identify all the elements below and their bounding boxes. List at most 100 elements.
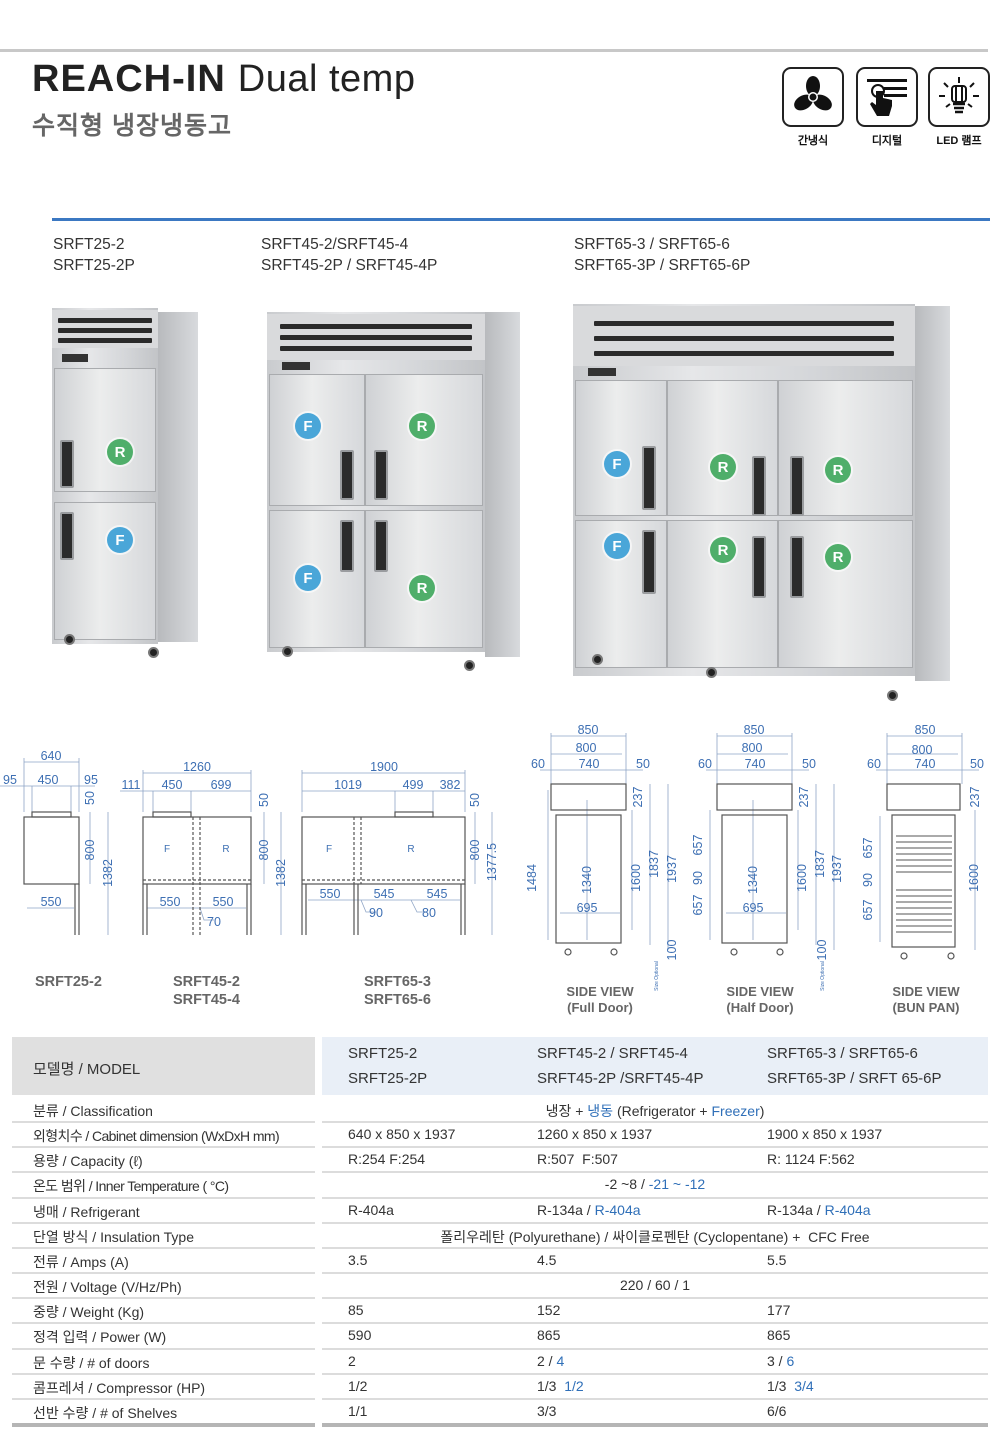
dim-height: 1340 xyxy=(580,866,594,894)
dim-upper-door: 657 xyxy=(691,835,705,856)
freezer-value: Freezer xyxy=(711,1103,760,1119)
value-text: (Refrigerator + xyxy=(613,1103,712,1119)
dim-a: 1019 xyxy=(334,778,362,792)
fridge-grille xyxy=(573,306,915,366)
dim-width: 1900 xyxy=(370,760,398,774)
value-text: 85 xyxy=(348,1302,364,1319)
caster xyxy=(706,667,717,678)
dim-caster: 100 xyxy=(815,940,829,961)
caster xyxy=(592,654,603,665)
dim-height: 1340 xyxy=(746,866,760,894)
row-label: 단열 방식 / Insulation Type xyxy=(33,1228,194,1245)
row-divider xyxy=(322,1196,988,1199)
dim-height: 1484 xyxy=(525,864,539,892)
row-label: 분류 / Classification xyxy=(33,1103,153,1119)
drawing-caption: (Half Door) xyxy=(726,1000,793,1015)
row-value: 220 / 60 / 1 xyxy=(620,1277,690,1293)
dim-leg: 550 xyxy=(41,895,62,909)
caster xyxy=(64,634,75,645)
led-lamp-icon xyxy=(928,67,990,127)
row-label: 전원 / Voltage (V/Hz/Ph) xyxy=(33,1279,182,1296)
drawing-caption: SRFT65-6 xyxy=(364,992,431,1008)
value-text: R-134a / xyxy=(767,1201,825,1218)
dim-depth: 800 xyxy=(742,741,763,755)
row-label: 콤프레셔 / Compressor (HP) xyxy=(33,1379,206,1396)
row-divider xyxy=(12,1171,315,1174)
dim-leg: 545 xyxy=(427,887,448,901)
door-handle xyxy=(642,446,656,510)
refrigerator-badge: R xyxy=(825,544,851,570)
model-name: SRFT25-2P xyxy=(348,1070,428,1087)
row-value: -2 ~8 / -21 ~ -12 xyxy=(605,1176,705,1192)
dim-gap: 70 xyxy=(207,915,221,929)
value-text: 냉장 + xyxy=(545,1103,588,1119)
dim-height: 1600 xyxy=(795,864,809,892)
row-divider xyxy=(322,1322,988,1325)
feature-digital: 디지털 xyxy=(856,67,918,148)
value-text: 1/3 xyxy=(537,1377,565,1394)
control-panel xyxy=(62,354,88,362)
value-text: 3/3 xyxy=(537,1402,557,1419)
dim-depth: 850 xyxy=(915,723,936,737)
dim-top: 50 xyxy=(257,793,271,807)
door-handle xyxy=(60,440,74,488)
dim-leg: 550 xyxy=(213,895,234,909)
value-text: R-134a / xyxy=(537,1201,595,1218)
row-label: 외형치수 / Cabinet dimension (WxDxH mm) xyxy=(33,1128,280,1145)
model-name: SRFT45-2P /SRFT45-4P xyxy=(537,1070,704,1087)
row-label: 중량 / Weight (Kg) xyxy=(33,1304,145,1321)
freezer-badge: F xyxy=(604,533,630,559)
row-divider xyxy=(322,1171,988,1174)
refrigerator-badge: R xyxy=(710,537,736,563)
row-value: 6/6 xyxy=(767,1403,786,1419)
drawing-caption: (BUN PAN) xyxy=(893,1000,960,1015)
row-value: 3 / 6 xyxy=(767,1353,794,1369)
cabinet-outlines xyxy=(23,783,961,960)
row-divider xyxy=(322,1397,988,1400)
dim-a: 111 xyxy=(121,778,140,792)
title-bold: REACH-IN xyxy=(32,58,226,100)
dim-depth: 800 xyxy=(912,743,933,757)
dim-lower-door: 657 xyxy=(691,895,705,916)
feature-label: LED 램프 xyxy=(936,135,982,147)
row-value: 냉장 + 냉동 (Refrigerator + Freezer) xyxy=(546,1101,765,1121)
dim-leg: 550 xyxy=(320,887,341,901)
row-label: 전류 / Amps (A) xyxy=(33,1253,129,1270)
model-name: SRFT65-3 / SRFT65-6 xyxy=(767,1045,918,1062)
dim-gap: 90 xyxy=(861,873,875,887)
row-value: 590 xyxy=(348,1327,371,1343)
value-text: 5.5 xyxy=(767,1251,787,1268)
value-text: 1/3 xyxy=(767,1377,795,1394)
value-text: 2 / xyxy=(537,1352,557,1369)
fridge-side xyxy=(915,306,950,681)
dim-depth: 740 xyxy=(579,757,600,771)
drawing-caption: SRFT45-2 xyxy=(173,974,240,990)
value-text: R: 1124 F:562 xyxy=(767,1151,855,1168)
product-model: SRFT45-2P / SRFT45-4P xyxy=(261,257,438,274)
freezer-value: -21 ~ -12 xyxy=(648,1176,706,1193)
dim-lower-door: 657 xyxy=(861,900,875,921)
row-value: 1/1 xyxy=(348,1403,367,1419)
freezer-value: 냉동 xyxy=(587,1103,614,1119)
row-value: R:507 F:507 xyxy=(537,1151,618,1167)
digital-touch-icon xyxy=(856,67,918,127)
value-text: 2 xyxy=(348,1352,356,1369)
row-value: R-404a xyxy=(348,1202,394,1218)
door-handle xyxy=(340,520,354,572)
door-handle xyxy=(790,456,804,516)
row-divider xyxy=(12,1347,315,1350)
caster xyxy=(282,646,293,657)
product-model: SRFT65-3P / SRFT65-6P xyxy=(574,257,751,274)
dim-caster: 100 xyxy=(665,940,679,961)
row-label: 문 수량 / # of doors xyxy=(33,1354,150,1371)
row-value: 1/2 xyxy=(348,1378,367,1394)
row-value: 1900 x 850 x 1937 xyxy=(767,1126,882,1142)
dim-width: 640 xyxy=(41,749,62,763)
dim-depth: 850 xyxy=(744,723,765,737)
dim-right: 50 xyxy=(970,757,984,771)
dim-gap: 90 xyxy=(691,871,705,885)
dim-height: 1837 xyxy=(813,850,827,878)
value-text: 4.5 xyxy=(537,1251,557,1268)
caster xyxy=(464,660,475,671)
dim-gap: 90 xyxy=(369,906,383,920)
